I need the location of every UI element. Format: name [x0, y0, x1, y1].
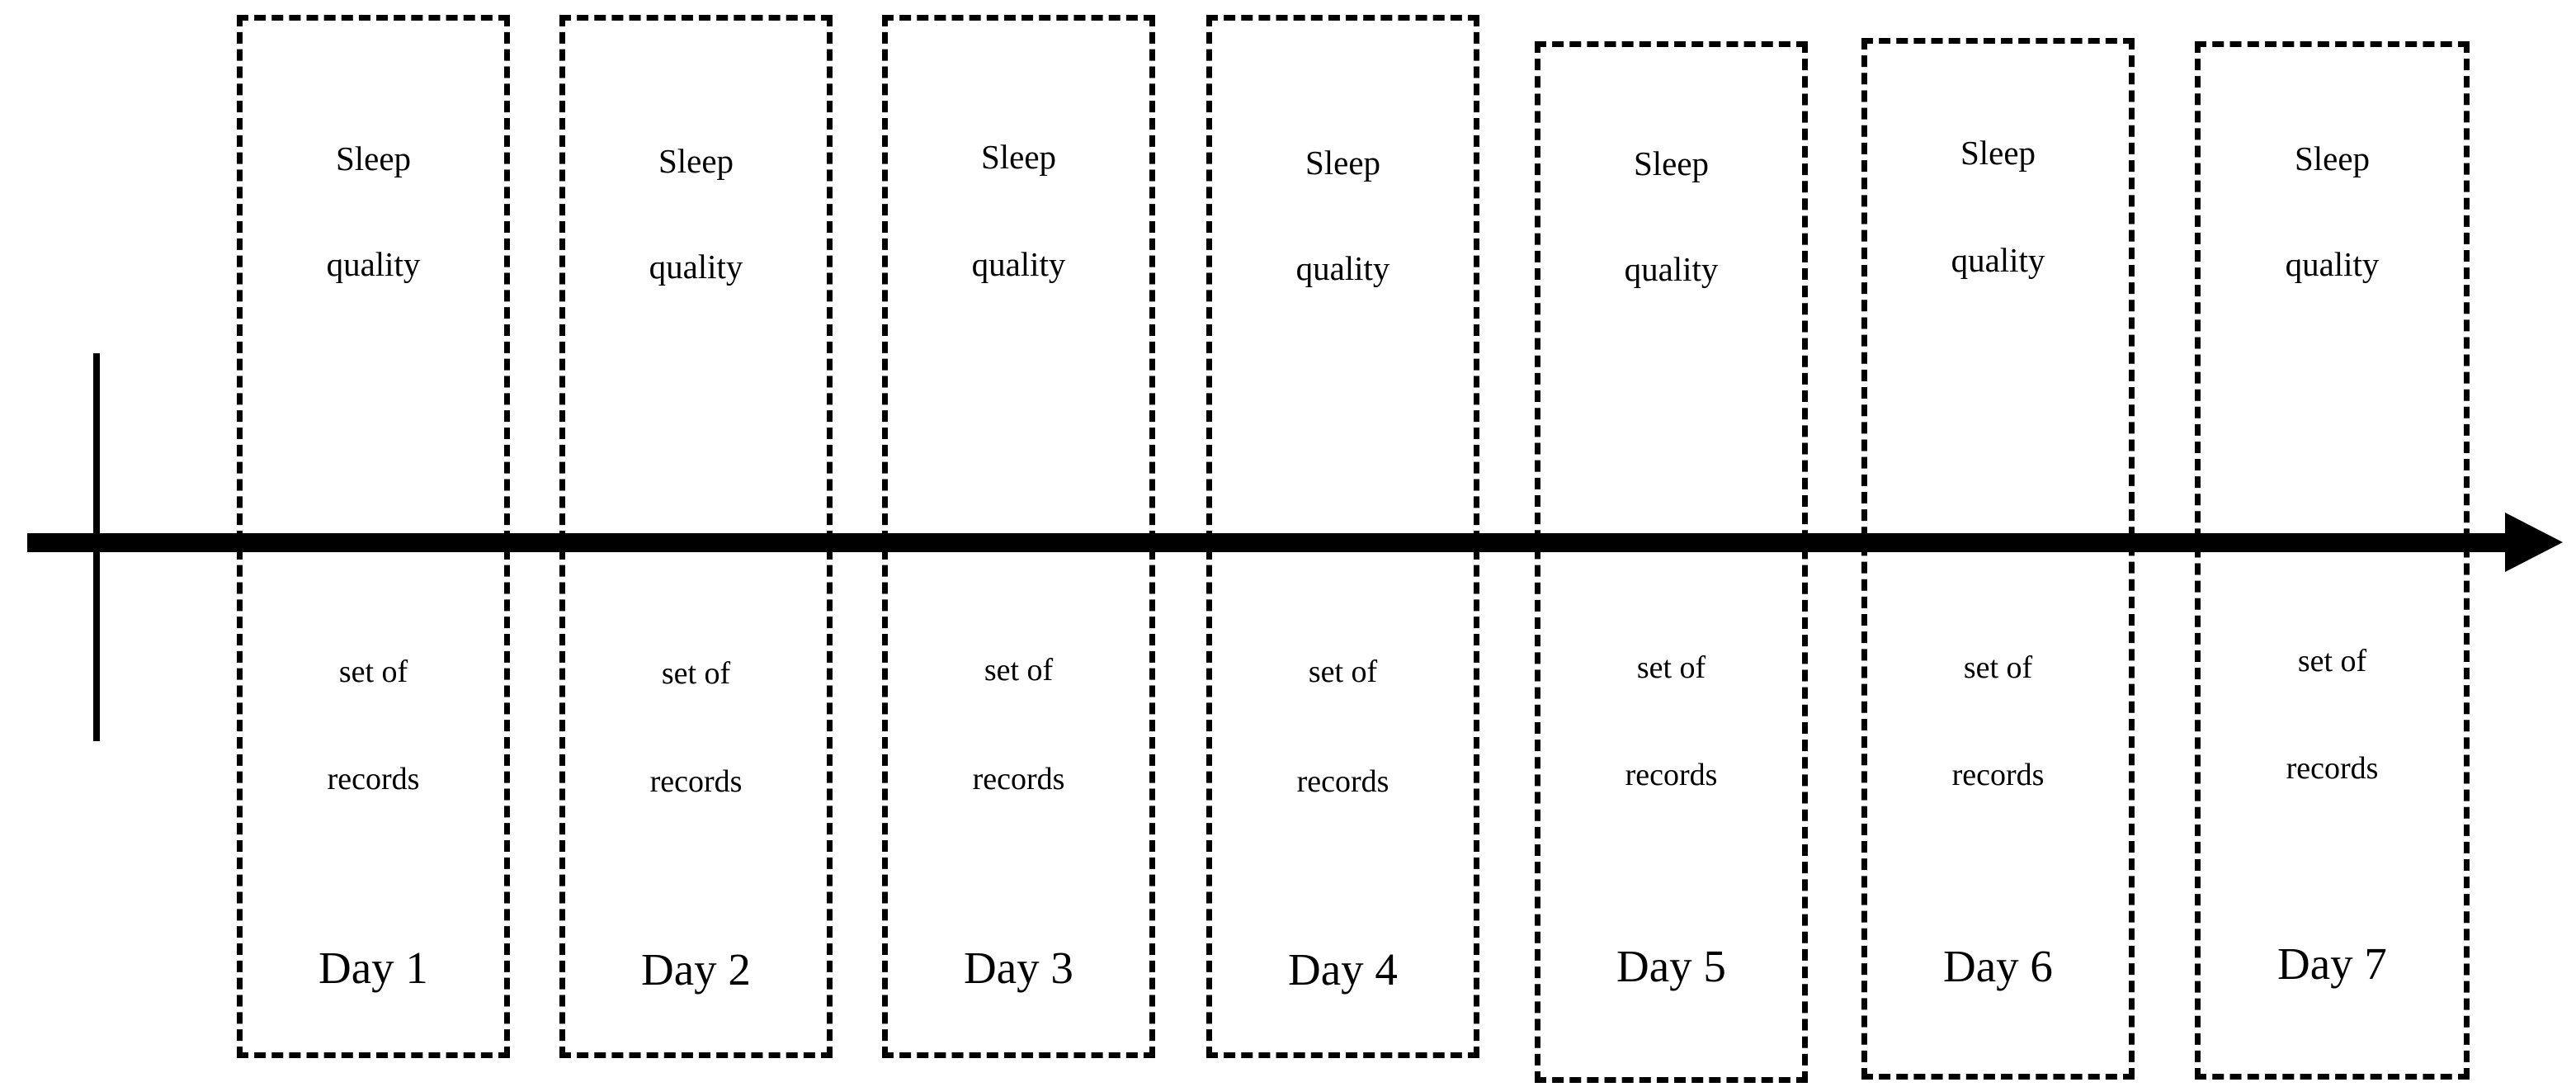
- day-label: Day 7: [2277, 938, 2387, 989]
- day-records-line1: set of: [1308, 655, 1378, 689]
- day-sleep-quality-line2: quality: [1951, 241, 2045, 279]
- day-records-line2: records: [649, 764, 743, 799]
- day-sleep-quality-line1: Sleep: [980, 138, 1057, 176]
- day-records-line2: records: [1951, 758, 2045, 792]
- day-records-line2: records: [972, 762, 1065, 796]
- day-sleep-quality-line2: quality: [1295, 249, 1390, 287]
- day-label: Day 6: [1943, 941, 2053, 991]
- day-records-line1: set of: [661, 656, 731, 691]
- day-records-line2: records: [2286, 751, 2379, 786]
- day-sleep-quality-line2: quality: [971, 245, 1066, 283]
- day-sleep-quality-line1: Sleep: [1633, 144, 1710, 182]
- day-label: Day 5: [1616, 941, 1726, 991]
- day-label: Day 4: [1288, 944, 1398, 995]
- day-sleep-quality-line2: quality: [1624, 250, 1719, 288]
- day-records-line1: set of: [1636, 650, 1706, 685]
- day-label: Day 3: [964, 943, 1073, 993]
- day-sleep-quality-line1: Sleep: [1305, 144, 1381, 182]
- day-records-line1: set of: [2297, 644, 2367, 678]
- day-label: Day 2: [641, 944, 751, 995]
- timeline-axis-line: [27, 533, 2512, 552]
- day-column-box[interactable]: [1535, 41, 1808, 1083]
- day-sleep-quality-line2: quality: [326, 245, 421, 283]
- day-records-line2: records: [1296, 764, 1389, 799]
- day-column-box[interactable]: [2195, 41, 2470, 1080]
- day-label: Day 1: [318, 943, 428, 993]
- timeline-arrow-head-icon: [2505, 513, 2563, 572]
- day-sleep-quality-line1: Sleep: [1960, 134, 2036, 172]
- day-sleep-quality-line1: Sleep: [2294, 139, 2371, 177]
- day-records-line1: set of: [984, 653, 1054, 688]
- day-sleep-quality-line2: quality: [2285, 245, 2380, 283]
- day-sleep-quality-line2: quality: [649, 248, 743, 286]
- day-records-line1: set of: [338, 655, 408, 689]
- day-sleep-quality-line1: Sleep: [335, 139, 412, 177]
- day-sleep-quality-line1: Sleep: [658, 142, 734, 180]
- day-records-line2: records: [327, 762, 420, 796]
- day-records-line2: records: [1625, 758, 1718, 792]
- day-column-box[interactable]: [1861, 38, 2135, 1080]
- day-records-line1: set of: [1963, 650, 2033, 685]
